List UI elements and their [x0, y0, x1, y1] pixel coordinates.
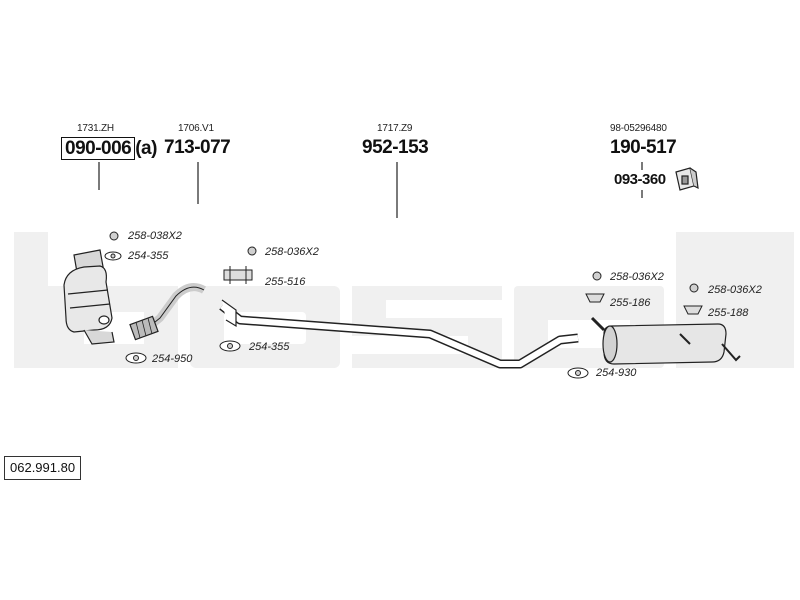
ref-code: 98-05296480	[610, 123, 667, 134]
small-part-label[interactable]: 254-950	[152, 353, 193, 365]
ref-code: 1706.V1	[178, 123, 214, 134]
part-number[interactable]: 093-360	[614, 171, 666, 188]
flex-pipe	[129, 283, 206, 341]
rubber-mount-icon	[689, 283, 699, 293]
small-part-label[interactable]: 254-355	[249, 341, 290, 353]
part-suffix: (a)	[135, 138, 157, 159]
small-part-label[interactable]: 255-186	[610, 297, 651, 309]
small-part-label[interactable]: 258-036X2	[708, 284, 762, 296]
small-part-label[interactable]: 258-038X2	[128, 230, 182, 242]
mounting-kit-icon	[675, 167, 699, 191]
part-number-group-1: 090-006(a)	[61, 137, 157, 160]
small-part-label[interactable]: 258-036X2	[265, 246, 319, 258]
small-part-label[interactable]: 254-930	[596, 367, 637, 379]
gasket-icon	[219, 340, 241, 352]
rubber-mount-icon	[592, 271, 602, 281]
rubber-mount-icon	[247, 246, 257, 256]
catalytic-converter	[63, 249, 115, 345]
small-part-label[interactable]: 254-355	[128, 250, 169, 262]
ref-code: 1731.ZH	[77, 123, 114, 134]
part-number[interactable]: 952-153	[362, 137, 429, 158]
gasket-icon	[104, 251, 122, 261]
intermediate-pipe	[219, 299, 579, 369]
rear-silencer	[590, 316, 741, 365]
catalog-number: 062.991.80	[4, 456, 82, 480]
part-number-boxed[interactable]: 090-006	[61, 137, 136, 160]
small-part-label[interactable]: 258-036X2	[610, 271, 664, 283]
part-number[interactable]: 713-077	[164, 137, 231, 158]
part-number[interactable]: 190-517	[610, 137, 677, 158]
gasket-icon	[125, 352, 147, 364]
hanger-bracket-icon	[683, 305, 703, 315]
small-part-label[interactable]: 255-188	[708, 307, 749, 319]
hanger-bracket-icon	[585, 293, 605, 303]
rubber-mount-icon	[109, 231, 119, 241]
gasket-icon	[567, 367, 589, 379]
ref-code: 1717.Z9	[377, 123, 413, 134]
small-part-label[interactable]: 255-516	[265, 276, 306, 288]
hanger-bracket-icon	[223, 266, 253, 284]
